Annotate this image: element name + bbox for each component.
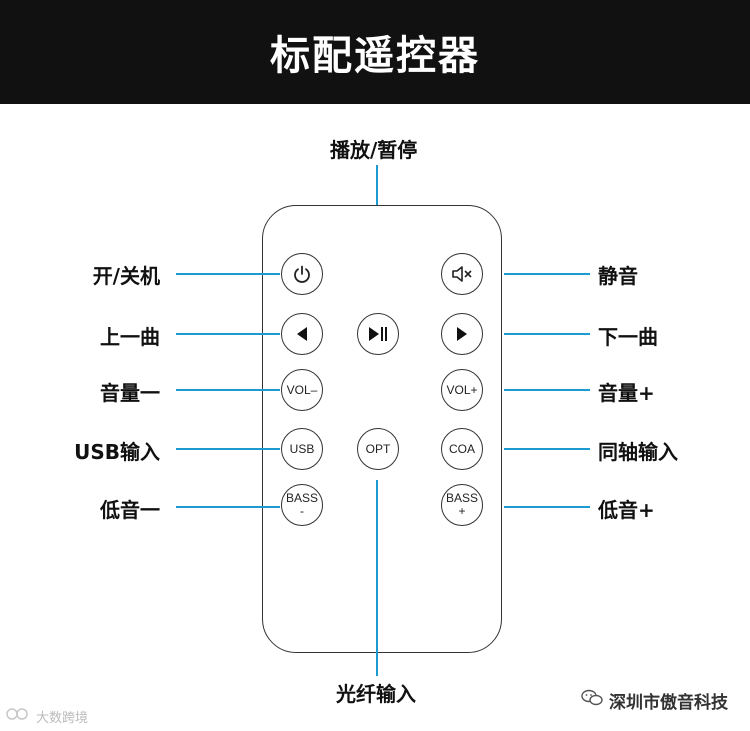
next-track-button[interactable] bbox=[441, 313, 483, 355]
connector-usb-input bbox=[176, 448, 280, 450]
connector-next-track bbox=[504, 333, 590, 335]
connector-optical-input bbox=[376, 480, 378, 676]
power-icon bbox=[292, 264, 312, 284]
volume-down-button-label: VOL– bbox=[286, 383, 318, 397]
label-volume-down: 音量一 bbox=[100, 381, 160, 405]
optical-button-label: OPT bbox=[365, 442, 391, 456]
label-bass-down: 低音一 bbox=[100, 498, 160, 522]
watermark-right: 深圳市傲音科技 bbox=[581, 688, 728, 713]
coaxial-button[interactable]: COA bbox=[441, 428, 483, 470]
triangle-right-icon bbox=[455, 326, 469, 342]
power-button[interactable] bbox=[281, 253, 323, 295]
connector-bass-down bbox=[176, 506, 280, 508]
connector-coaxial-input bbox=[504, 448, 590, 450]
label-usb-input: USB输入 bbox=[74, 440, 160, 464]
label-play-pause: 播放/暂停 bbox=[330, 138, 418, 162]
play-pause-button[interactable] bbox=[357, 313, 399, 355]
label-mute: 静音 bbox=[598, 264, 638, 288]
usb-button[interactable]: USB bbox=[281, 428, 323, 470]
bass-down-button-sign: - bbox=[300, 504, 304, 518]
watermark-left: 大数跨境 bbox=[6, 706, 88, 726]
play-pause-icon bbox=[367, 326, 389, 342]
mute-button[interactable] bbox=[441, 253, 483, 295]
triangle-left-icon bbox=[295, 326, 309, 342]
watermark-right-text: 深圳市傲音科技 bbox=[609, 693, 728, 713]
bass-down-button[interactable]: BASS - bbox=[281, 484, 323, 526]
bass-down-button-label: BASS bbox=[285, 491, 318, 505]
label-bass-up: 低音+ bbox=[598, 498, 655, 522]
label-next-track: 下一曲 bbox=[598, 325, 658, 349]
connector-bass-up bbox=[504, 506, 590, 508]
coaxial-button-label: COA bbox=[448, 442, 475, 456]
connector-power bbox=[176, 273, 280, 275]
watermark-left-text: 大数跨境 bbox=[36, 710, 89, 726]
label-optical-input: 光纤输入 bbox=[336, 682, 416, 706]
usb-button-label: USB bbox=[289, 442, 315, 456]
connector-volume-down bbox=[176, 389, 280, 391]
optical-button[interactable]: OPT bbox=[357, 428, 399, 470]
bass-up-button[interactable]: BASS + bbox=[441, 484, 483, 526]
connector-previous-track bbox=[176, 333, 280, 335]
previous-track-button[interactable] bbox=[281, 313, 323, 355]
connector-mute bbox=[504, 273, 590, 275]
label-previous-track: 上一曲 bbox=[100, 325, 160, 349]
volume-up-button[interactable]: VOL+ bbox=[441, 369, 483, 411]
bass-up-button-sign: + bbox=[458, 504, 466, 518]
connector-volume-up bbox=[504, 389, 590, 391]
page-title: 标配遥控器 bbox=[270, 33, 480, 79]
watermark-logo-icon bbox=[6, 706, 32, 726]
volume-up-button-label: VOL+ bbox=[446, 383, 478, 397]
bass-up-button-label: BASS bbox=[445, 491, 478, 505]
label-volume-up: 音量+ bbox=[598, 381, 655, 405]
label-power: 开/关机 bbox=[92, 264, 160, 288]
volume-down-button[interactable]: VOL– bbox=[281, 369, 323, 411]
label-coaxial-input: 同轴输入 bbox=[598, 440, 678, 464]
header-bar: 标配遥控器 bbox=[0, 0, 750, 104]
mute-icon bbox=[451, 265, 473, 283]
wechat-icon bbox=[581, 689, 603, 712]
